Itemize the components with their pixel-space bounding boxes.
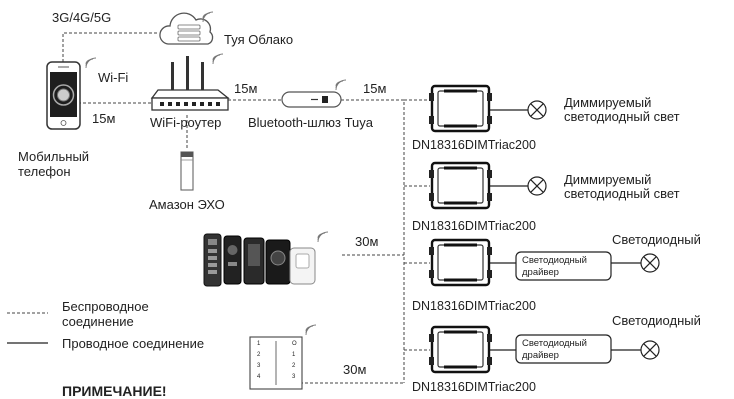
distance-panel: 30м bbox=[343, 362, 367, 377]
legend-wired-label: Проводное соединение bbox=[62, 336, 205, 351]
dimmer-device-1 bbox=[427, 84, 494, 133]
wired-links bbox=[490, 109, 641, 351]
cloud-label: Туя Облако bbox=[224, 32, 294, 47]
panel-key-right: 3 bbox=[292, 374, 296, 380]
driver-label-line2: драйвер bbox=[522, 267, 559, 278]
device-model-label: DN18316DIMTriac200 bbox=[412, 219, 536, 233]
dimmer-device-3 bbox=[427, 238, 494, 287]
device-model-label: DN18316DIMTriac200 bbox=[412, 299, 536, 313]
dimmer-device-4 bbox=[427, 325, 494, 374]
panel-key-right: 1 bbox=[292, 352, 296, 358]
router-label: WiFi-роутер bbox=[150, 115, 222, 130]
load-label-line1: Диммируемый bbox=[564, 172, 652, 187]
panel-key-right: O bbox=[292, 341, 297, 347]
network-label: 3G/4G/5G bbox=[52, 10, 112, 25]
legend-wireless-line2: соединение bbox=[62, 314, 134, 329]
gateway-icon bbox=[281, 79, 347, 108]
driver-label-line1: Светодиодный bbox=[522, 255, 587, 266]
load-label-line2: светодиодный свет bbox=[564, 186, 680, 201]
driver-label-line2: драйвер bbox=[522, 350, 559, 361]
panel-key-left: 1 bbox=[257, 341, 261, 347]
load-label-line1: Светодиодный bbox=[612, 232, 701, 247]
router-icon bbox=[150, 53, 230, 111]
phone-label-line1: Мобильный bbox=[18, 149, 90, 164]
cloud-icon bbox=[159, 11, 214, 45]
gateway-label: Bluetooth-шлюз Tuya bbox=[248, 115, 374, 130]
distance-gateway-bus: 15м bbox=[363, 81, 387, 96]
device-model-label: DN18316DIMTriac200 bbox=[412, 380, 536, 394]
load-label-line1: Светодиодный bbox=[612, 313, 701, 328]
led-driver-box bbox=[515, 251, 612, 281]
amazon-echo-icon bbox=[180, 151, 194, 191]
device-model-label: DN18316DIMTriac200 bbox=[412, 138, 536, 152]
lamp-icon bbox=[640, 340, 660, 360]
note-title: ПРИМЕЧАНИЕ! bbox=[62, 383, 167, 399]
lamp-icon bbox=[640, 253, 660, 273]
panel-key-left: 3 bbox=[257, 363, 261, 369]
wifi-label: Wi-Fi bbox=[98, 70, 129, 85]
amazon-label: Амазон ЭХО bbox=[149, 197, 225, 212]
distance-phone-router: 15м bbox=[92, 111, 116, 126]
distance-router-gateway: 15м bbox=[234, 81, 258, 96]
driver-label-line1: Светодиодный bbox=[522, 338, 587, 349]
load-label-line2: светодиодный свет bbox=[564, 109, 680, 124]
load-label-line1: Диммируемый bbox=[564, 95, 652, 110]
phone-label-line2: телефон bbox=[18, 164, 71, 179]
lamp-icon bbox=[527, 176, 547, 196]
wall-panel-icon bbox=[249, 324, 317, 390]
remote-controls-icon bbox=[203, 231, 329, 287]
lamp-icon bbox=[527, 100, 547, 120]
panel-key-left: 4 bbox=[257, 374, 261, 380]
legend-wireless-line1: Беспроводное bbox=[62, 299, 149, 314]
led-driver-box bbox=[515, 334, 612, 364]
phone-icon bbox=[46, 57, 97, 130]
distance-remotes: 30м bbox=[355, 234, 379, 249]
dimmer-device-2 bbox=[427, 161, 494, 210]
panel-key-right: 2 bbox=[292, 363, 296, 369]
panel-key-left: 2 bbox=[257, 352, 261, 358]
